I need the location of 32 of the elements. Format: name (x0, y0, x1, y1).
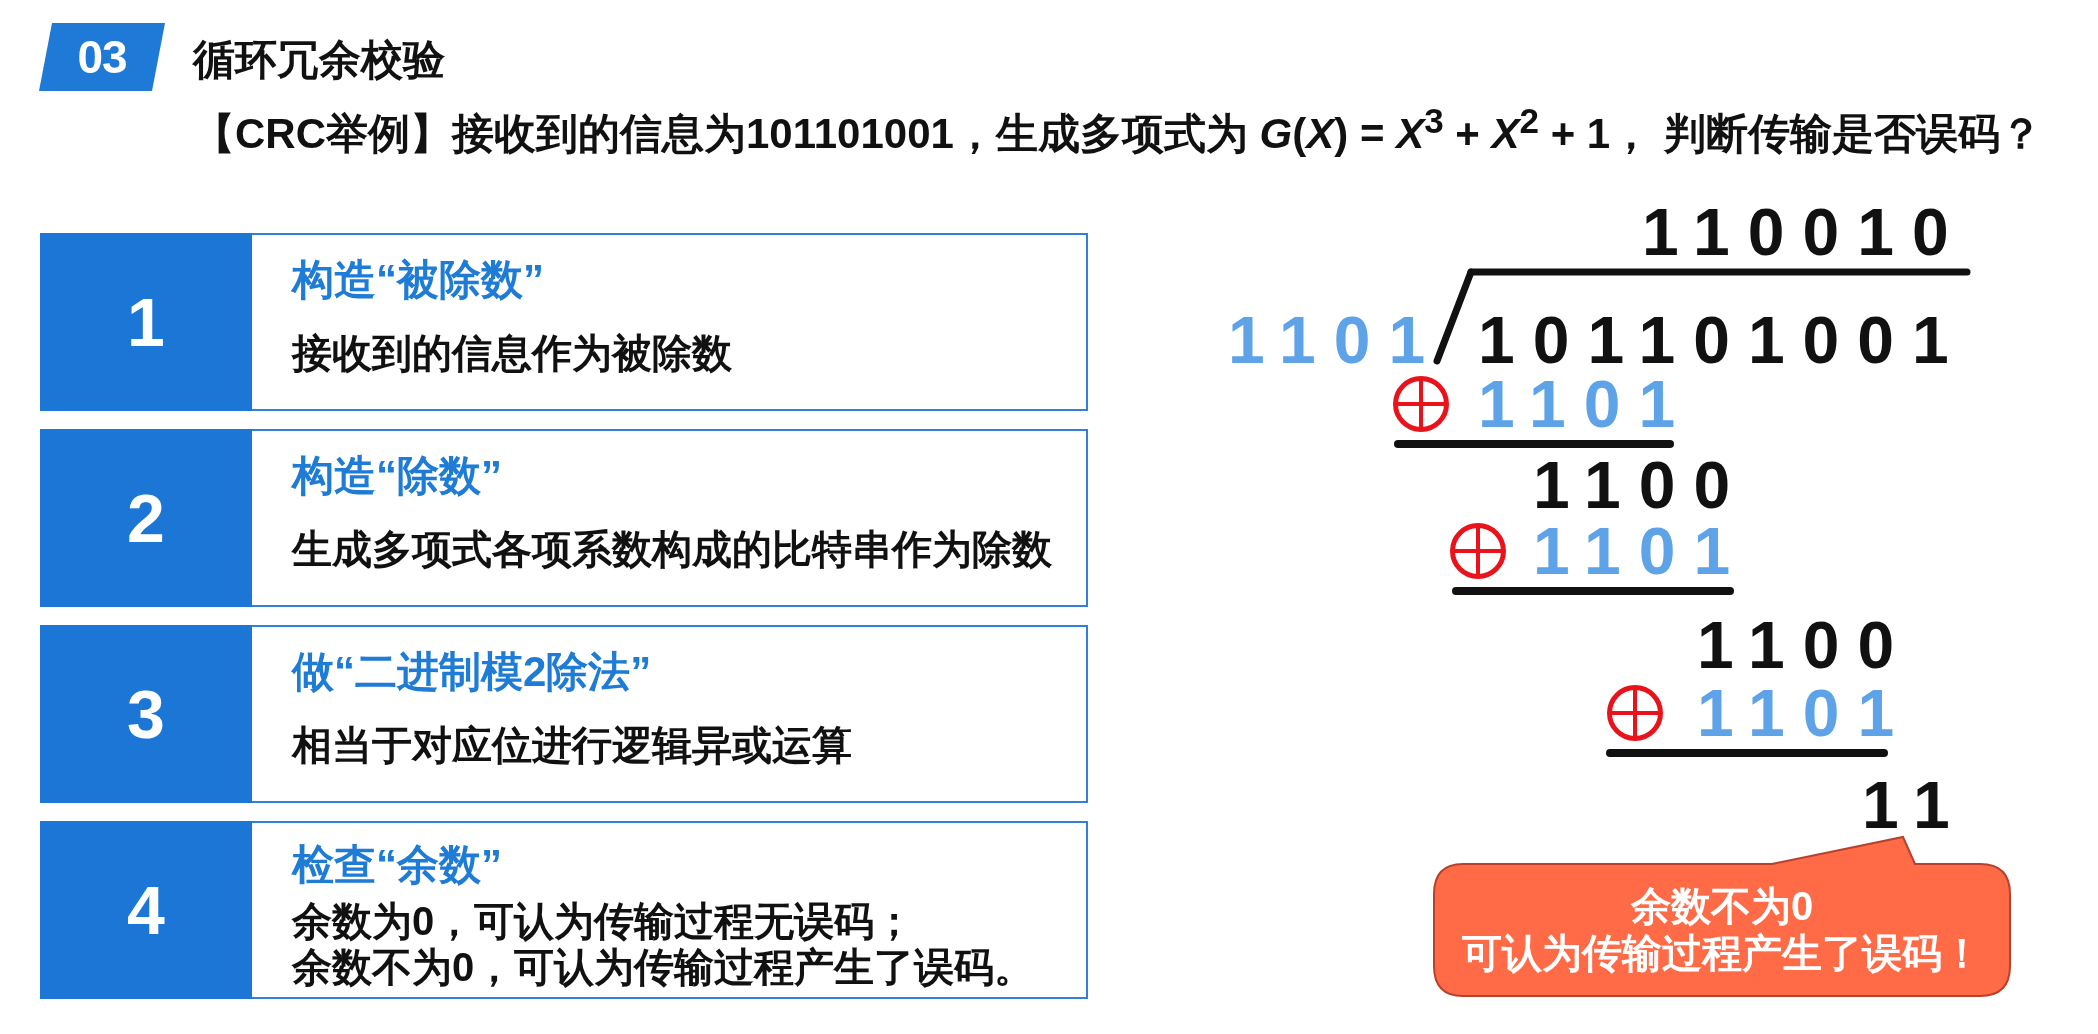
step-heading: 构造“被除数” (292, 255, 544, 305)
step-text: 生成多项式各项系数构成的比特串作为除数 (292, 526, 1052, 572)
step-box (40, 429, 1088, 607)
number-box: 2 (40, 429, 252, 607)
section-title: 循环冗余校验 (193, 35, 445, 85)
remainder: 11 (1862, 772, 1950, 838)
divisor: 1101 (1228, 307, 1426, 373)
speech-bubble (1432, 835, 2012, 998)
step-heading: 做“二进制模2除法” (292, 647, 652, 697)
number-box: 1 (40, 233, 252, 411)
callout-text: 可认为传输过程产生了误码！ (1462, 930, 1982, 976)
xor-operand: 1101 (1697, 680, 1895, 746)
number-badge: 03 (39, 23, 165, 91)
step-heading: 构造“除数” (292, 451, 502, 501)
step-box (40, 821, 1088, 999)
step-text: 接收到的信息作为被除数 (292, 330, 732, 376)
xor-operand: 1101 (1478, 371, 1676, 437)
callout-text: 余数不为0 (1630, 883, 1814, 929)
quotient: 110010 (1642, 199, 1949, 265)
step-text: 相当于对应位进行逻辑异或运算 (292, 722, 852, 768)
step-text: 余数为0，可认为传输过程无误码； (292, 898, 915, 944)
step-heading: 检查“余数” (292, 840, 502, 890)
number-box: 4 (40, 821, 252, 999)
dividend: 101101001 (1478, 307, 1949, 373)
step-box (40, 625, 1088, 803)
step-box (40, 233, 1088, 411)
question-text: 【CRC举例】接收到的信息为101101001，生成多项式为 G(X) = X$^{3}$ + X$^{2}$ + 1， 判断传输是否误码？ (193, 100, 2042, 158)
partial-result: 1100 (1533, 452, 1731, 518)
number-box: 3 (40, 625, 252, 803)
step-text: 余数不为0，可认为传输过程产生了误码。 (292, 944, 1035, 990)
partial-result: 1100 (1697, 612, 1895, 678)
xor-operand: 1101 (1533, 518, 1731, 584)
